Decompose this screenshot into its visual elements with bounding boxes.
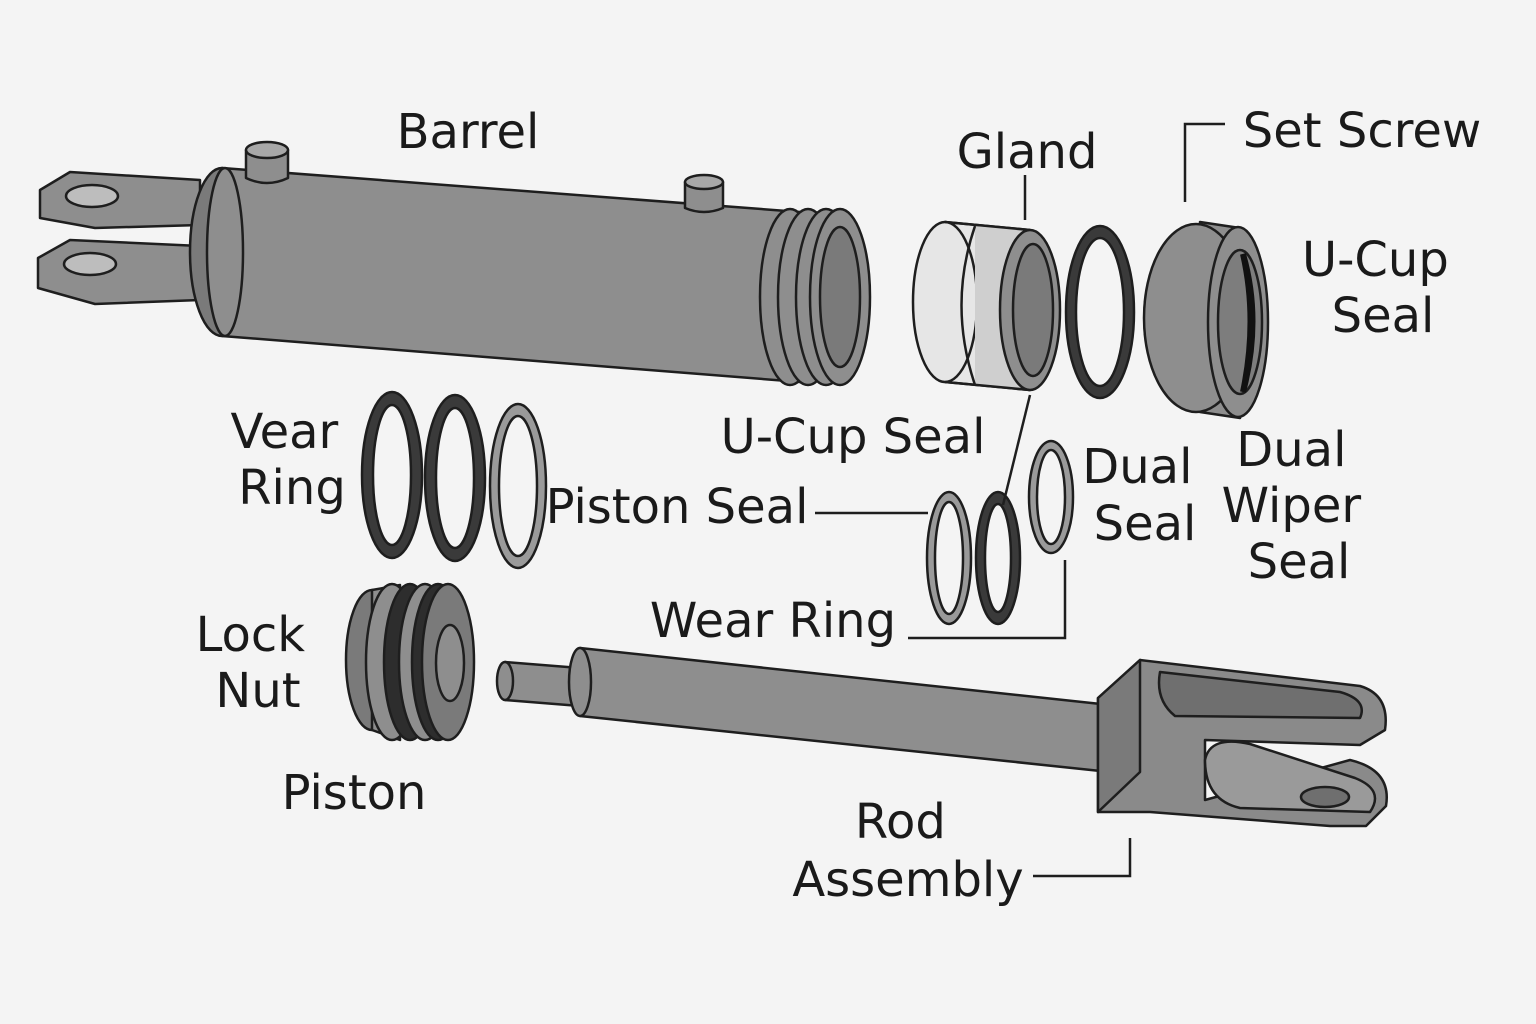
u-cup-seal-upper: [1142, 220, 1270, 420]
u-cup-seal-mid-label: U-Cup Seal: [721, 409, 986, 465]
set-screw-leader: [1183, 122, 1225, 202]
vear-ring-label: Vear Ring: [230, 404, 353, 516]
labels: Barrel Gland Set Screw U-Cup Seal U-Cup …: [196, 103, 1482, 908]
wear-ring-label: Wear Ring: [650, 593, 896, 649]
wear-ring-leader: [908, 560, 1067, 640]
piston-label: Piston: [282, 765, 427, 821]
rod-assembly: [495, 646, 1388, 828]
leader-lines: [815, 122, 1225, 878]
u-cup-seal-upper-label: U-Cup Seal: [1302, 232, 1464, 344]
dual-seal-label: Dual Seal: [1082, 439, 1207, 552]
rod-assembly-leader: [1033, 838, 1132, 878]
lock-nut-label: Lock Nut: [196, 607, 321, 719]
rod-assembly-label: Rod Assembly: [792, 794, 1023, 908]
small-seal-rings: [925, 439, 1075, 626]
set-screw-label: Set Screw: [1243, 103, 1481, 159]
dual-wiper-seal-label: Dual Wiper Seal: [1222, 422, 1377, 590]
u-cup-seal-mid-leader: [1001, 394, 1032, 506]
piston: [344, 582, 476, 742]
barrel-label: Barrel: [397, 104, 540, 160]
barrel: [36, 140, 872, 387]
gland-label: Gland: [957, 124, 1098, 180]
vear-ring-set: [360, 390, 548, 570]
piston-seal-label: Piston Seal: [546, 479, 809, 535]
gland-o-ring: [1064, 224, 1136, 400]
gland: [911, 220, 1062, 392]
